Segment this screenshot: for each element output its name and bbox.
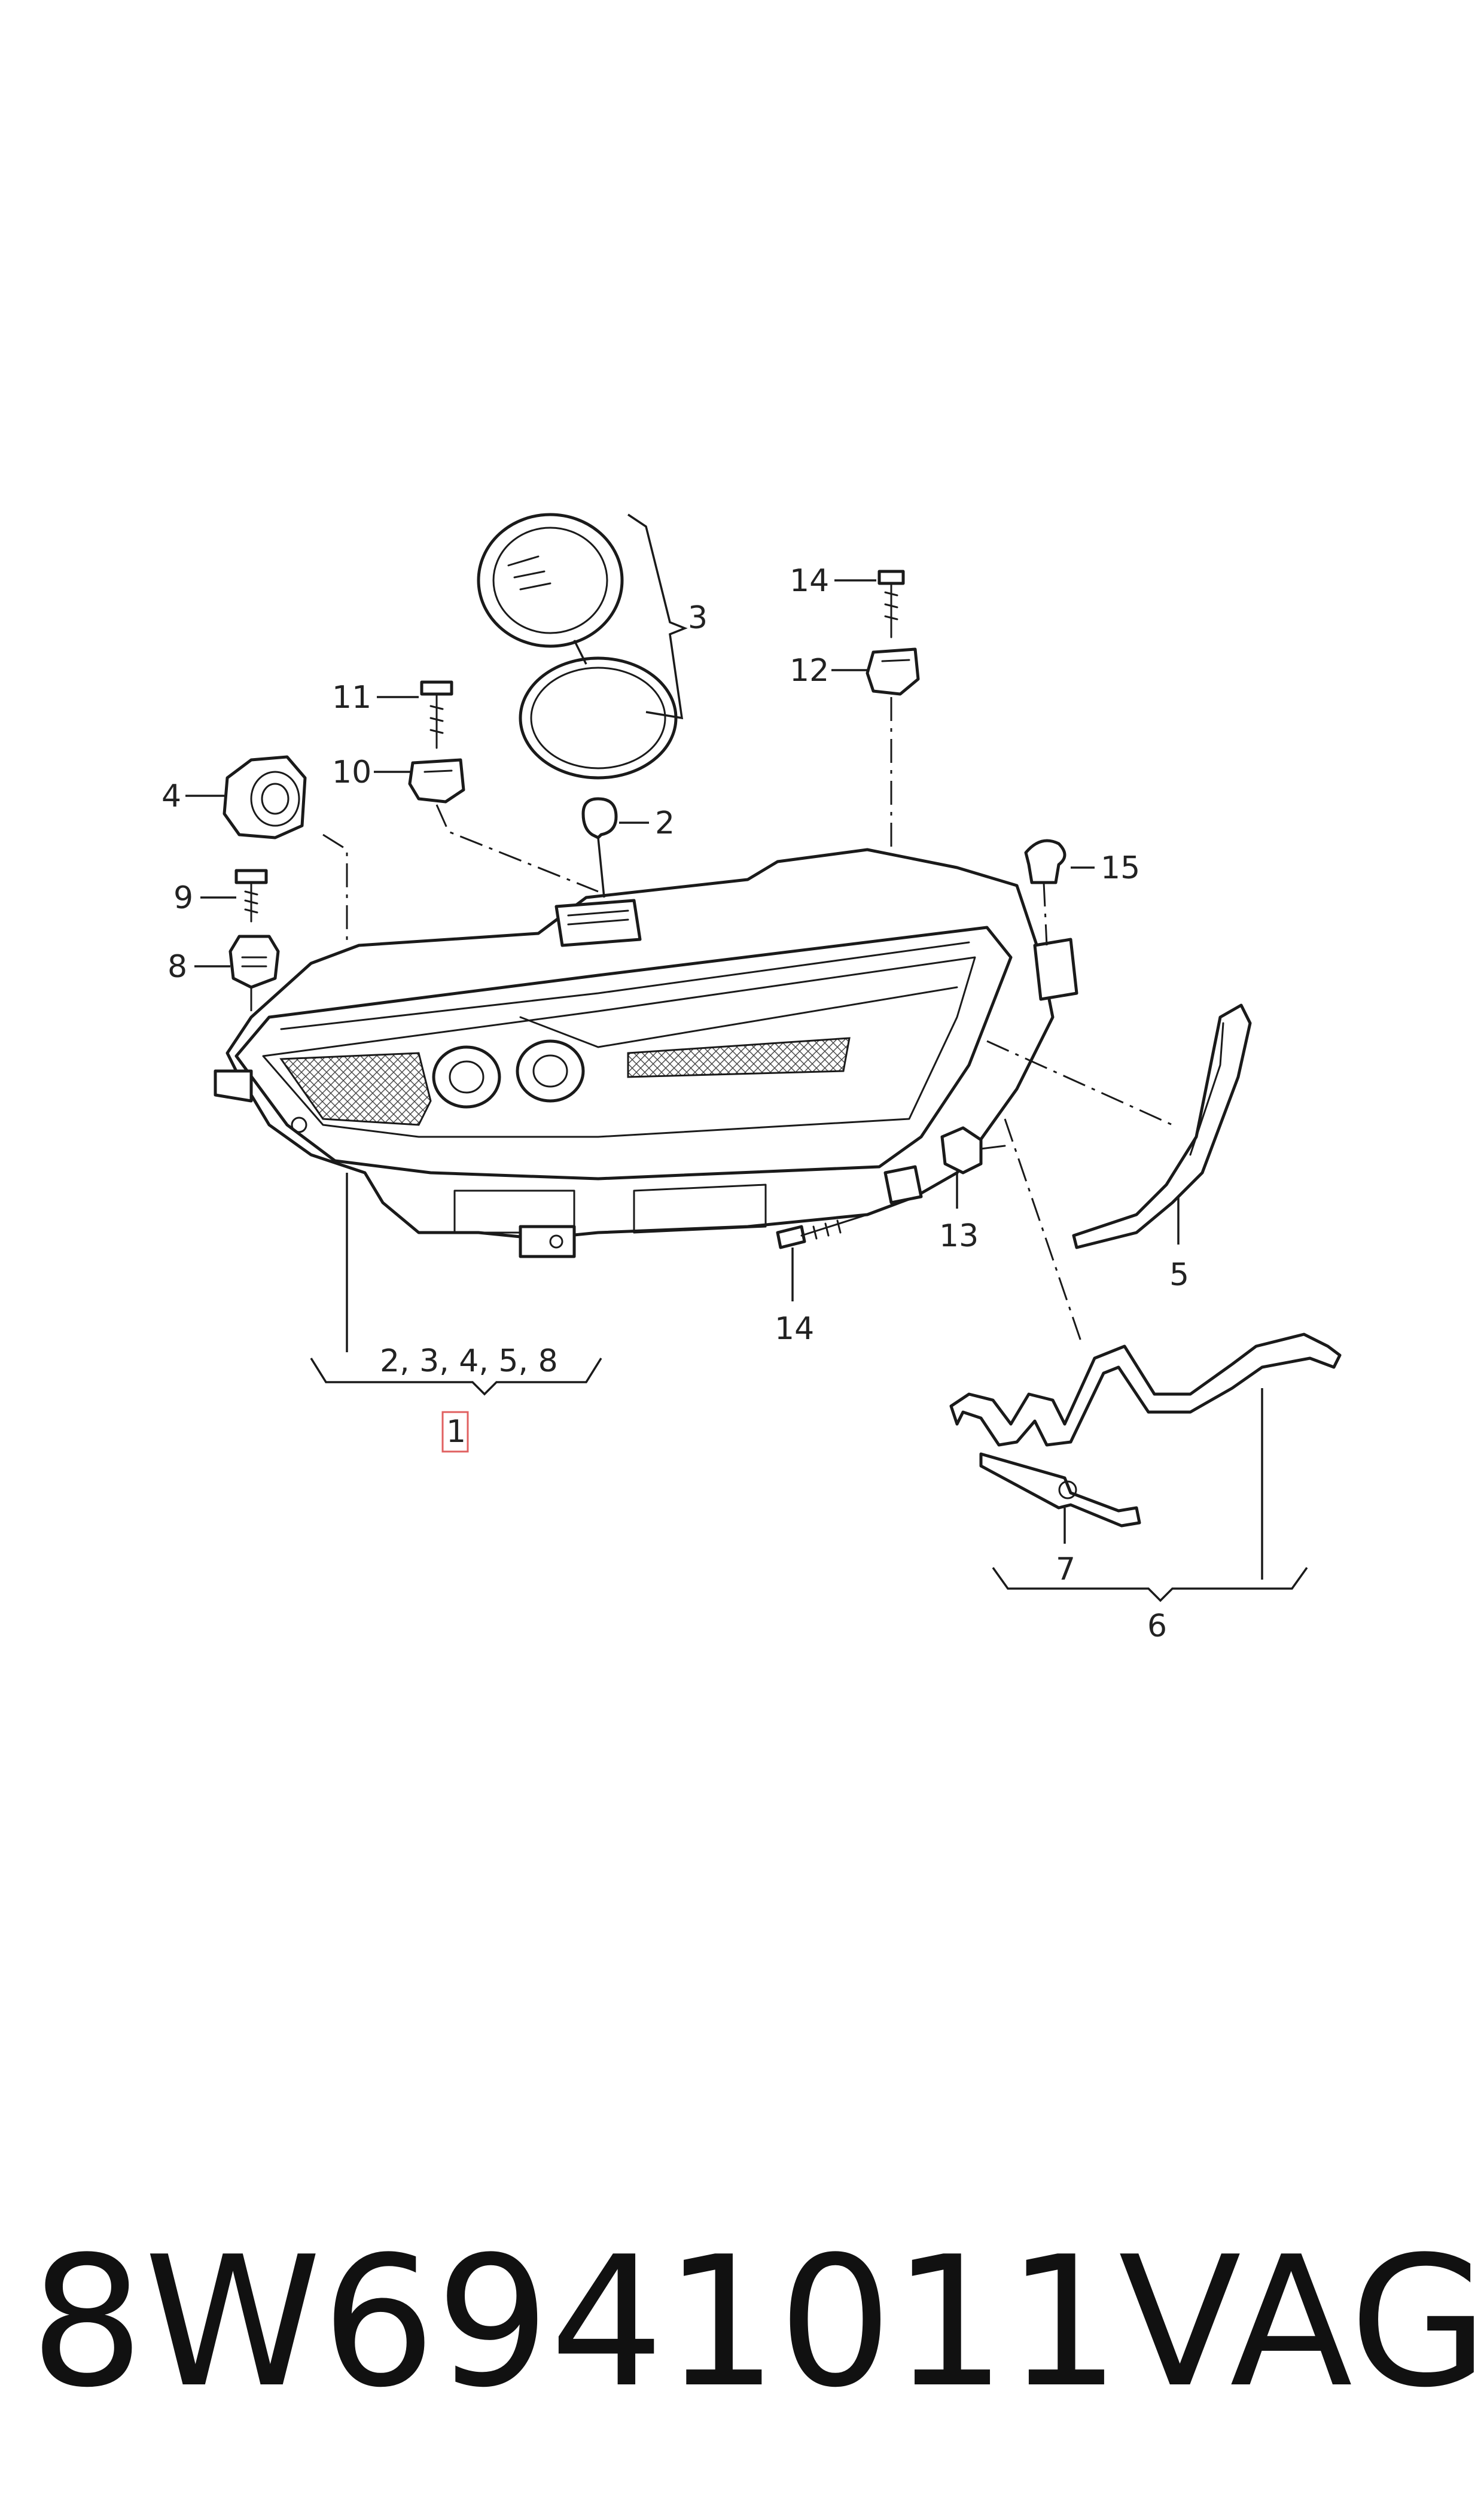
callout-1-highlight bbox=[441, 1411, 469, 1453]
seal-ring bbox=[519, 656, 678, 780]
brand-label: VAG bbox=[1119, 2218, 1484, 2427]
screw-9 bbox=[234, 869, 268, 923]
headlight-housing bbox=[214, 848, 1078, 1258]
callout-12: 12 bbox=[790, 653, 829, 689]
part-number: 8W6941011 bbox=[30, 2218, 1121, 2427]
wiring-harness-6 bbox=[949, 1332, 1342, 1447]
callout-15: 15 bbox=[1101, 850, 1140, 886]
callout-5: 5 bbox=[1169, 1257, 1189, 1293]
callout-10: 10 bbox=[332, 755, 371, 790]
callout-13: 13 bbox=[939, 1218, 979, 1254]
adjuster-10 bbox=[408, 758, 465, 804]
cable-tie-7 bbox=[979, 1452, 1141, 1528]
bracket-group-6 bbox=[992, 1566, 1308, 1602]
clip-13 bbox=[940, 1126, 1006, 1175]
callout-1: 1 bbox=[446, 1414, 466, 1450]
callout-2: 2 bbox=[655, 805, 675, 841]
plug-15 bbox=[1024, 839, 1066, 884]
leader-3 bbox=[627, 513, 688, 720]
callout-14-bottom: 14 bbox=[775, 1311, 814, 1347]
grommet-cap bbox=[223, 755, 307, 839]
callout-14-top: 14 bbox=[790, 563, 829, 599]
bulb bbox=[581, 797, 618, 839]
callout-3: 3 bbox=[688, 600, 708, 636]
adjuster-12 bbox=[866, 647, 920, 696]
cover-cap bbox=[477, 513, 624, 648]
screw-11 bbox=[420, 680, 453, 749]
screw-14-top bbox=[877, 570, 905, 638]
bracket-group-1 bbox=[310, 1358, 602, 1396]
adjuster-nut-8 bbox=[228, 935, 280, 989]
callout-11: 11 bbox=[332, 680, 371, 716]
callout-6: 6 bbox=[1147, 1608, 1167, 1644]
callout-8: 8 bbox=[167, 949, 187, 985]
callout-7: 7 bbox=[1056, 1551, 1075, 1587]
callout-9: 9 bbox=[173, 880, 193, 916]
callout-group-1: 2, 3, 4, 5, 8 bbox=[380, 1343, 558, 1379]
screw-14-bottom bbox=[776, 1213, 869, 1249]
callout-4: 4 bbox=[161, 778, 181, 814]
trim-strip-5 bbox=[1072, 1003, 1252, 1249]
